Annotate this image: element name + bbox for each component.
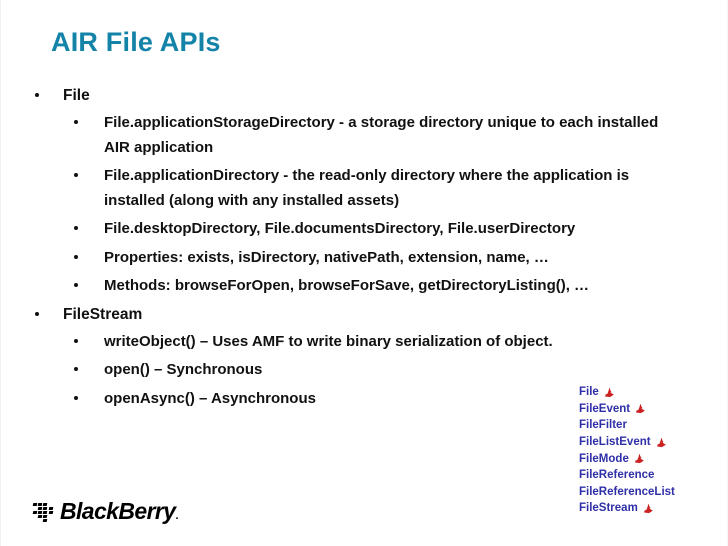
bullet-level2-label: open() – Synchronous — [104, 361, 263, 378]
class-name-label: FileStream — [579, 502, 638, 515]
bullet-dot-icon — [74, 173, 78, 177]
bullet-level2-label: File.applicationStorageDirectory - a sto… — [104, 114, 659, 156]
class-name-label: File — [579, 386, 599, 399]
blackberry-trademark: . — [175, 510, 178, 522]
bullet-level2-item: open() – Synchronous — [1, 358, 701, 383]
bullet-level1-file: File — [1, 84, 701, 108]
bullet-dot-icon — [74, 283, 78, 287]
bullet-dot-icon — [74, 120, 78, 124]
class-list-row: FileReference — [579, 467, 727, 484]
class-name-label: FileMode — [579, 452, 629, 465]
class-list-row: FileFilter — [579, 417, 727, 434]
air-logo-icon — [656, 437, 667, 448]
bullet-level2-item: writeObject() – Uses AMF to write binary… — [1, 330, 701, 355]
bullet-level2-label: openAsync() – Asynchronous — [104, 389, 316, 407]
bullet-level2-item: Properties: exists, isDirectory, nativeP… — [1, 246, 701, 271]
air-logo-icon — [604, 387, 615, 398]
bullet-dot-icon — [74, 254, 78, 259]
class-list-row: File — [579, 384, 727, 401]
class-name-label: FileListEvent — [579, 436, 651, 449]
class-list-row: FileMode — [579, 450, 727, 467]
bullet-level2-item: Methods: browseForOpen, browseForSave, g… — [1, 274, 701, 299]
bullet-level2-label: File.applicationDirectory - the read-onl… — [104, 167, 630, 209]
class-name-label: FileEvent — [579, 402, 631, 415]
blackberry-wordmark: BlackBerry. — [60, 498, 179, 524]
blackberry-wordmark-text: BlackBerry — [60, 498, 176, 524]
bullet-level2-label: Properties: exists, isDirectory, nativeP… — [104, 248, 549, 266]
air-logo-icon — [635, 403, 646, 414]
class-list-row: FileListEvent — [579, 434, 727, 451]
class-name-label: FileReferenceList — [579, 485, 675, 498]
bullet-level2-item: File.applicationStorageDirectory - a sto… — [1, 111, 701, 160]
class-name-label: FileReference — [579, 469, 655, 482]
bullet-level1-filestream: FileStream — [1, 303, 701, 327]
slide-body: File File.applicationStorageDirectory - … — [1, 84, 701, 415]
bullet-level2-label: writeObject() – Uses AMF to write binary… — [104, 332, 553, 350]
bullet-level1-label: FileStream — [63, 305, 143, 323]
bullet-level2-label: File.desktopDirectory, File.documentsDir… — [104, 220, 576, 237]
bullet-dot-icon — [74, 367, 78, 371]
blackberry-logo: BlackBerry. — [31, 498, 179, 524]
bullet-level2-label: Methods: browseForOpen, browseForSave, g… — [104, 277, 590, 294]
bullet-dot-icon — [74, 226, 78, 230]
bullet-level1-label: File — [63, 87, 90, 104]
bullet-level2-item: File.desktopDirectory, File.documentsDir… — [1, 217, 701, 242]
bullet-dot-icon — [35, 93, 39, 97]
bullet-dot-icon — [74, 338, 78, 343]
air-logo-icon — [643, 503, 654, 514]
class-name-label: FileFilter — [579, 419, 627, 432]
bullet-dot-icon — [35, 311, 39, 316]
blackberry-dot-matrix-icon — [31, 501, 57, 523]
bullet-level2-item: File.applicationDirectory - the read-onl… — [1, 164, 701, 213]
class-list-row: FileEvent — [579, 401, 727, 418]
bullet-level2-item: openAsync() – Asynchronous — [1, 387, 701, 412]
bullet-dot-icon — [74, 395, 78, 400]
class-list-row: FileReferenceList — [579, 484, 727, 501]
air-logo-icon — [634, 453, 645, 464]
class-list-row: FileStream — [579, 500, 727, 517]
page-title: AIR File APIs — [51, 27, 221, 57]
